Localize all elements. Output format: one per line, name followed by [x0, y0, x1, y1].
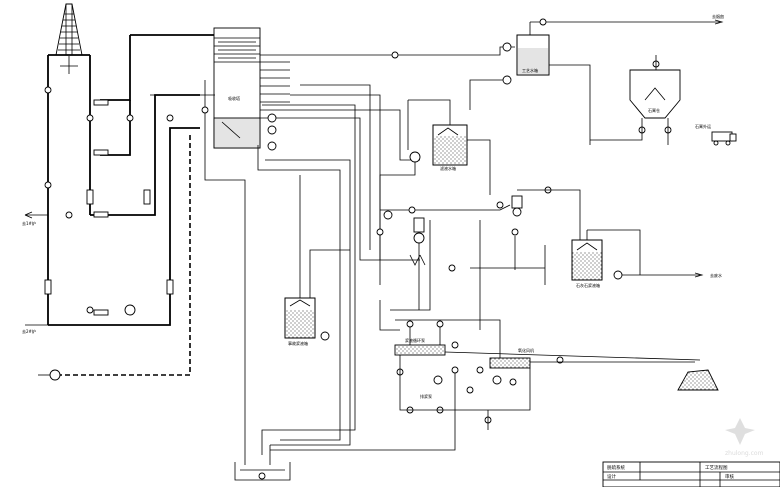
tank-4-label: 工艺水箱: [522, 67, 538, 73]
out-left-low-label: 去2#炉: [22, 328, 36, 334]
limestone-tank: 石灰石浆液箱 去废水: [571, 229, 722, 288]
title-row1-left: 脱硫系统: [607, 464, 625, 471]
silo-label: 石膏仓: [648, 107, 660, 113]
pump-2-label: 氧化风机: [518, 347, 534, 353]
out-right-mid-label: 去废水: [710, 272, 722, 278]
gypsum-truck: 石膏外运: [695, 123, 737, 146]
title-row2-right: 审核: [725, 473, 734, 480]
process-water-tank: 工艺水箱 去烟囱: [469, 13, 724, 145]
truck-label: 石膏外运: [695, 123, 711, 129]
out-top-right-label: 去烟囱: [712, 13, 724, 19]
tank-1-label: 事故浆液箱: [288, 340, 308, 346]
flue-gas-ducts: [47, 34, 214, 376]
tank-3-label: 石灰石浆液箱: [576, 282, 600, 288]
drain-pit: [234, 445, 291, 481]
left-outlets: 去1#炉 去2#炉: [22, 220, 36, 334]
hydrocyclone-area: [376, 186, 581, 331]
pump-1-label: 浆液循环泵: [405, 337, 425, 343]
filtrate-tank: 滤液水箱: [379, 99, 491, 260]
gypsum-silo: 石膏仓: [590, 55, 681, 145]
tank-2-label: 滤液水箱: [440, 165, 456, 171]
title-block: 脱硫系统 工艺流程图 设计 审核: [602, 461, 780, 487]
emergency-tank: 事故浆液箱: [284, 175, 350, 346]
damper-symbols: [24, 86, 174, 381]
belt-filter-area: 浆液循环泵 氧化风机 排浆泵: [270, 319, 701, 451]
pump-3-label: 排浆泵: [420, 393, 432, 399]
title-row2-left: 设计: [607, 473, 616, 480]
absorber-pipes: [150, 46, 515, 455]
gypsum-pile: [677, 369, 719, 391]
absorber: 吸收塔: [213, 27, 261, 149]
absorber-label: 吸收塔: [228, 95, 240, 101]
out-left-mid-label: 去1#炉: [22, 220, 36, 226]
watermark: zhulong.com: [725, 418, 764, 457]
watermark-label: zhulong.com: [725, 450, 764, 457]
title-row1-right: 工艺流程图: [705, 464, 728, 471]
chimney: [55, 3, 83, 74]
